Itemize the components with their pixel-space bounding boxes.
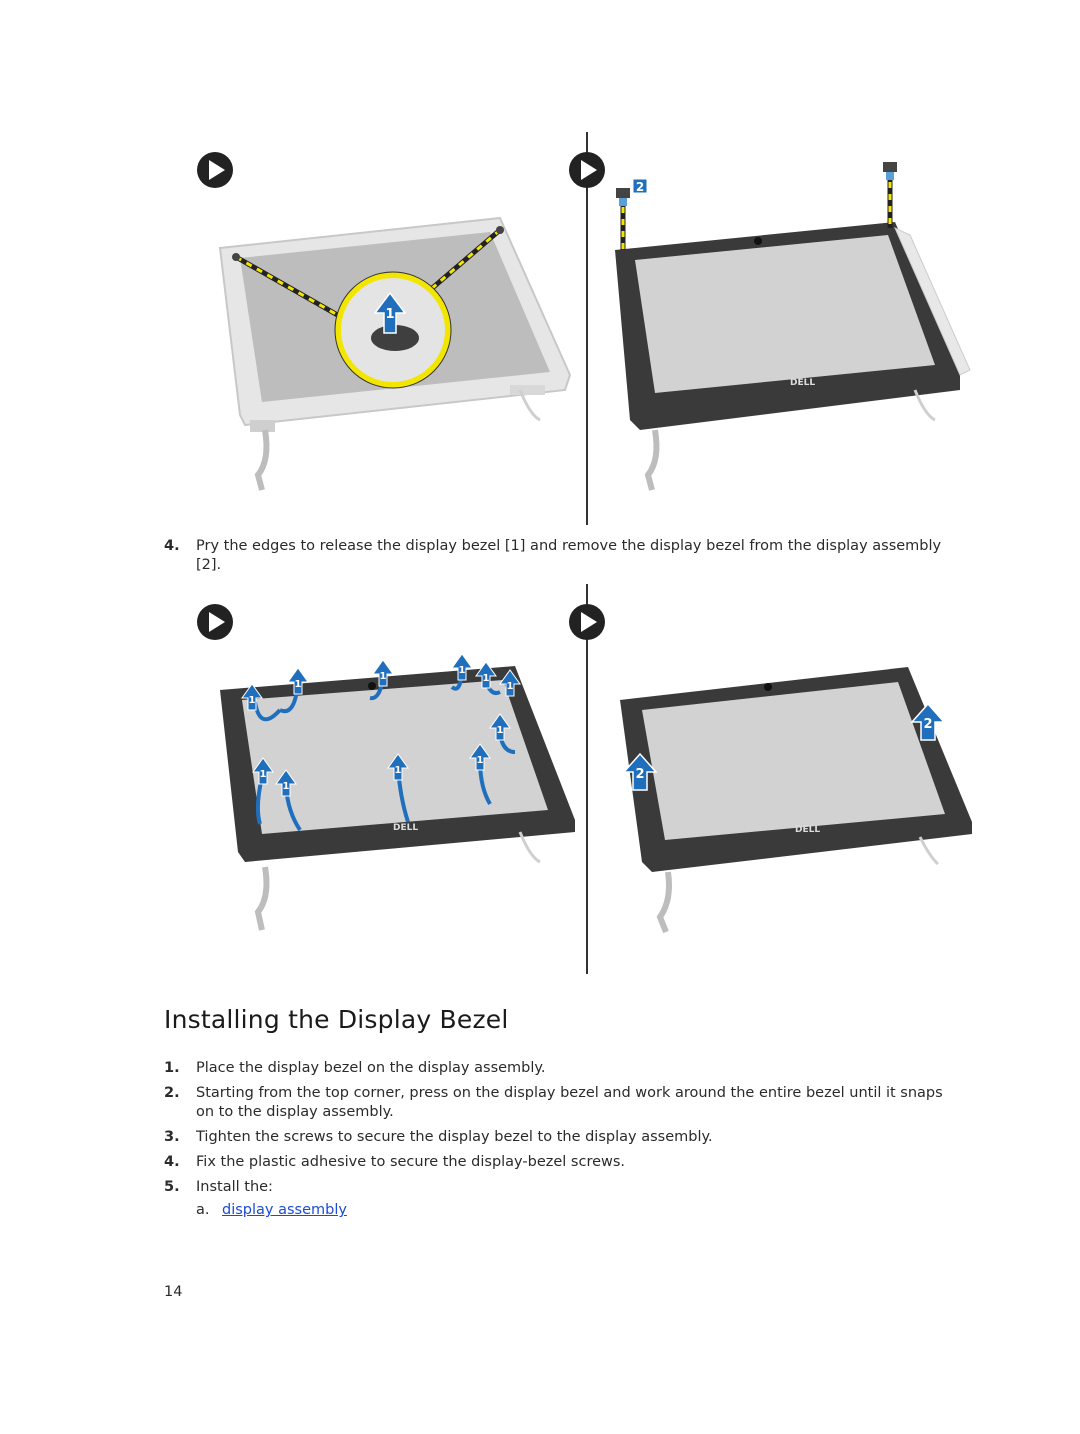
screw-icon — [883, 162, 897, 180]
logo: DELL — [790, 378, 815, 388]
callout-label: 2 — [636, 180, 644, 194]
display-assembly-illustration — [218, 216, 572, 491]
callout-label: 1 — [385, 307, 394, 322]
svg-text:1: 1 — [459, 665, 466, 676]
page-number: 14 — [164, 1284, 183, 1300]
svg-text:1: 1 — [477, 755, 484, 766]
play-icon — [569, 152, 605, 188]
install-step: 4. Fix the plastic adhesive to secure th… — [164, 1153, 954, 1173]
svg-text:1: 1 — [249, 695, 256, 706]
callout-arrow: 1 — [372, 659, 394, 687]
callout-box: 2 — [632, 178, 648, 194]
callout-arrow: 1 — [373, 291, 407, 334]
section-title: Installing the Display Bezel — [164, 1005, 509, 1034]
step-number: 4. — [164, 538, 180, 554]
svg-text:1: 1 — [380, 671, 387, 682]
step-number: 1. — [164, 1060, 180, 1076]
callout-arrows-group: 1 1 1 1 1 1 1 1 1 1 1 — [241, 653, 521, 797]
svg-text:2: 2 — [923, 717, 932, 732]
svg-text:1: 1 — [497, 725, 504, 736]
svg-text:2: 2 — [635, 767, 644, 782]
step-text: Place the display bezel on the display a… — [196, 1060, 546, 1076]
svg-text:1: 1 — [295, 679, 302, 690]
display-bezel-illustration: DELL — [615, 162, 971, 491]
step-number: 2. — [164, 1085, 180, 1101]
callout-arrow: 2 — [622, 752, 658, 791]
removal-step: 4. Pry the edges to release the display … — [164, 537, 954, 577]
display-bezel-illustration: DELL — [220, 666, 575, 931]
svg-text:1: 1 — [260, 769, 267, 780]
figure-pry-bezel: DELL 1 1 1 1 1 1 1 1 1 1 — [190, 582, 980, 977]
callout-arrow: 1 — [387, 753, 409, 781]
screw-icon — [616, 188, 630, 206]
step-number: 4. — [164, 1154, 180, 1170]
display-bezel-illustration: DELL — [620, 667, 972, 934]
step-number: 5. — [164, 1179, 180, 1195]
step-number: 3. — [164, 1129, 180, 1145]
step-text: Starting from the top corner, press on t… — [196, 1085, 943, 1120]
play-icon — [197, 604, 233, 640]
callout-arrow: 1 — [499, 669, 521, 697]
callout-arrow: 1 — [451, 653, 473, 681]
svg-text:1: 1 — [483, 673, 490, 684]
install-step: 5. Install the: — [164, 1178, 954, 1198]
callout-arrow: 1 — [475, 661, 497, 689]
step-text: Fix the plastic adhesive to secure the d… — [196, 1154, 626, 1170]
play-icon — [197, 152, 233, 188]
callout-arrow: 2 — [910, 702, 946, 741]
callout-arrow: 1 — [275, 769, 297, 797]
logo: DELL — [795, 825, 820, 835]
svg-text:1: 1 — [395, 765, 402, 776]
figure-remove-screws: 1 DELL 2 — [190, 130, 980, 530]
substep-letter: a. — [196, 1202, 210, 1218]
display-assembly-link[interactable]: display assembly — [222, 1202, 347, 1218]
install-step: 3. Tighten the screws to secure the disp… — [164, 1128, 954, 1148]
callout-arrow: 1 — [469, 743, 491, 771]
install-step: 2. Starting from the top corner, press o… — [164, 1084, 954, 1124]
callout-arrow: 1 — [241, 683, 263, 711]
callout-arrow: 1 — [287, 667, 309, 695]
svg-text:1: 1 — [507, 681, 514, 692]
callout-arrow: 1 — [252, 757, 274, 785]
play-icon — [569, 604, 605, 640]
step-text: Pry the edges to release the display bez… — [196, 538, 942, 573]
logo: DELL — [393, 823, 418, 833]
step-text: Tighten the screws to secure the display… — [196, 1129, 713, 1145]
svg-text:1: 1 — [283, 781, 290, 792]
step-text: Install the: — [196, 1179, 273, 1195]
callout-arrow: 1 — [489, 713, 511, 741]
install-step: 1. Place the display bezel on the displa… — [164, 1059, 954, 1079]
